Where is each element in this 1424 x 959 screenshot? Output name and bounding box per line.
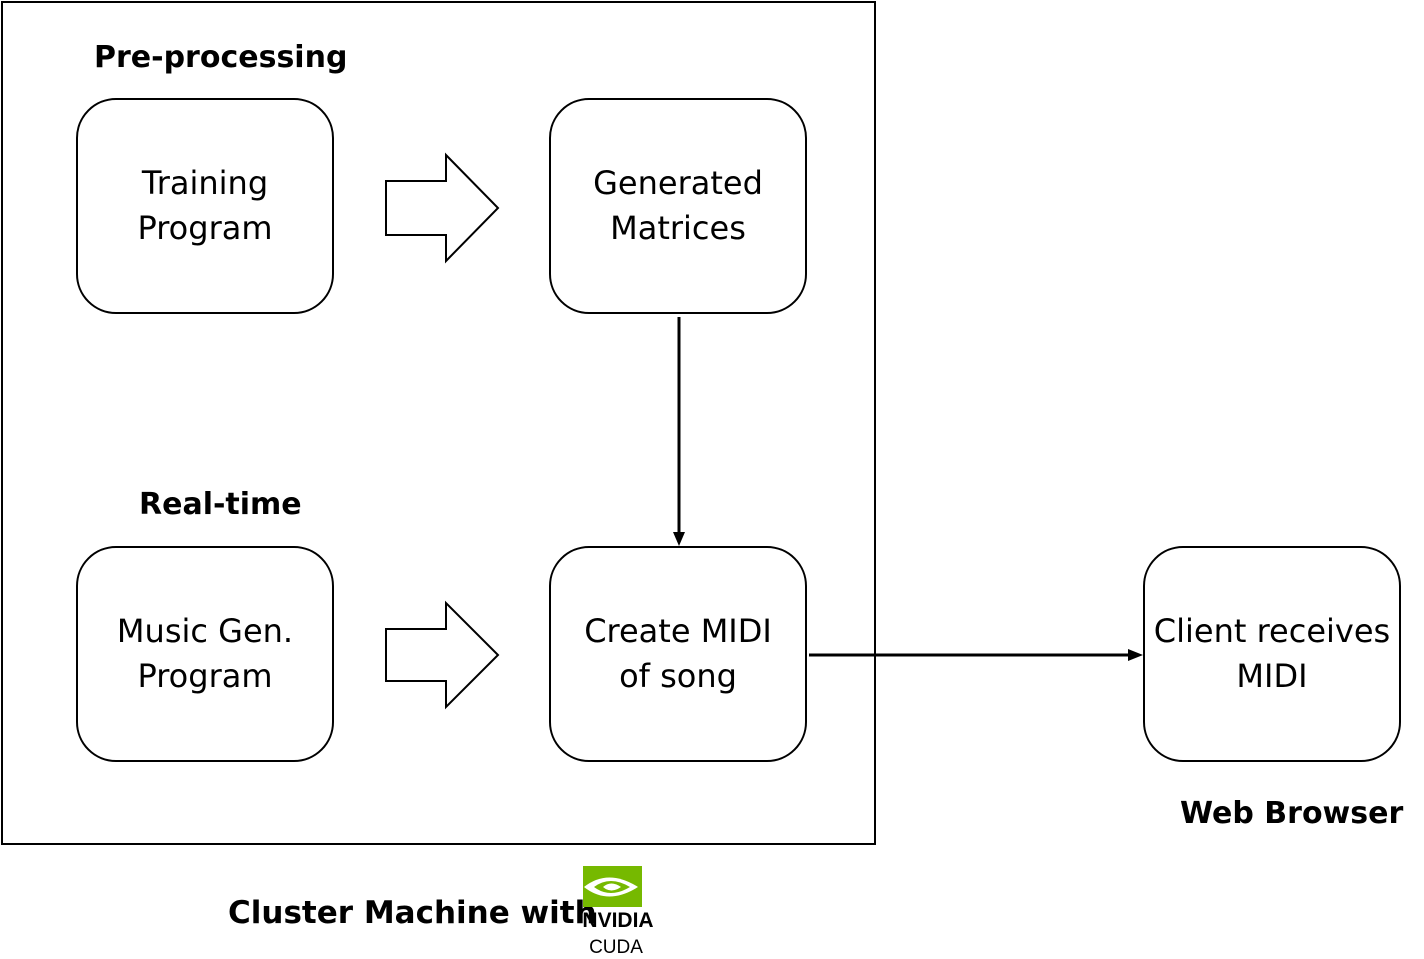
generated-matrices-text: Generated Matrices xyxy=(593,164,763,247)
create-midi-text: Create MIDI of song xyxy=(584,612,772,695)
matrices-to-midi-connector xyxy=(673,317,685,546)
preprocessing-label: Pre-processing xyxy=(94,40,348,75)
music-gen-program-node: Music Gen. Program xyxy=(76,546,334,762)
nvidia-eye-icon xyxy=(583,866,642,907)
cuda-wordmark: CUDA xyxy=(589,937,643,956)
realtime-label: Real-time xyxy=(139,487,302,522)
client-receives-text: Client receives MIDI xyxy=(1153,612,1391,695)
cluster-machine-frame xyxy=(1,1,876,845)
create-midi-node: Create MIDI of song xyxy=(549,546,807,762)
training-program-text: Training Program xyxy=(137,164,273,247)
training-program-node: Training Program xyxy=(76,98,334,314)
nvidia-wordmark: NVIDIA xyxy=(582,909,653,932)
generated-matrices-node: Generated Matrices xyxy=(549,98,807,314)
music-gen-program-text: Music Gen. Program xyxy=(116,612,294,695)
web-browser-label: Web Browser xyxy=(1180,796,1404,831)
client-receives-node: Client receives MIDI xyxy=(1143,546,1401,762)
cluster-machine-label: Cluster Machine with xyxy=(228,895,597,931)
block-arrow-realtime xyxy=(385,600,500,710)
block-arrow-preprocessing xyxy=(385,152,500,264)
midi-to-client-connector xyxy=(809,649,1143,661)
nvidia-cuda-logo: NVIDIA CUDA xyxy=(582,866,654,956)
